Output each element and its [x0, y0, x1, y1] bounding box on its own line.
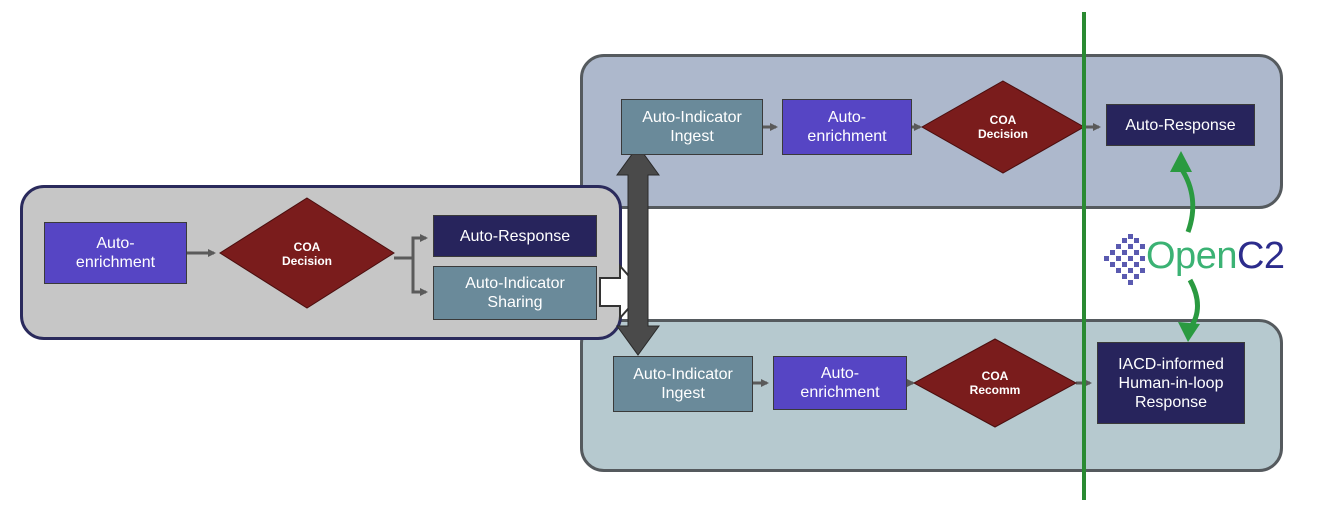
left-enrichment-box: Auto- enrichment [44, 222, 187, 284]
top-ingest-box: Auto-Indicator Ingest [621, 99, 763, 155]
bottom-enrichment-box: Auto- enrichment [773, 356, 907, 410]
bottom-decision-label: COA Recomm [969, 369, 1021, 397]
left-response-box: Auto-Response [433, 215, 597, 257]
top-decision-diamond [920, 80, 1086, 174]
opencs-logo-c2: C2 [1236, 235, 1285, 277]
opencs-arrow-up [1178, 166, 1196, 233]
connector-decision-branch [394, 234, 428, 260]
bottom-ingest-box: Auto-Indicator Ingest [613, 356, 753, 412]
opencs-logo-open: Open [1146, 235, 1237, 277]
top-enrichment-box: Auto- enrichment [782, 99, 912, 155]
left-decision-label: COA Decision [281, 240, 332, 268]
left-sharing-box: Auto-Indicator Sharing [433, 266, 597, 320]
opencs-arrow-down-head [1178, 322, 1200, 342]
connector-decision-to-sharing [411, 258, 428, 296]
opencs-arrow-down [1187, 278, 1200, 330]
left-decision-diamond [219, 197, 395, 309]
opencs-logo: OpenC2 [1146, 234, 1285, 278]
bottom-response-box: IACD-informed Human-in-loop Response [1097, 342, 1245, 424]
opencs-arrow-up-head [1170, 151, 1192, 172]
top-response-box: Auto-Response [1106, 104, 1255, 146]
bottom-decision-diamond [912, 338, 1078, 428]
opencs-pixel-icon [1104, 234, 1145, 285]
vertical-distribution-arrow [616, 145, 660, 356]
top-decision-label: COA Decision [977, 113, 1028, 141]
